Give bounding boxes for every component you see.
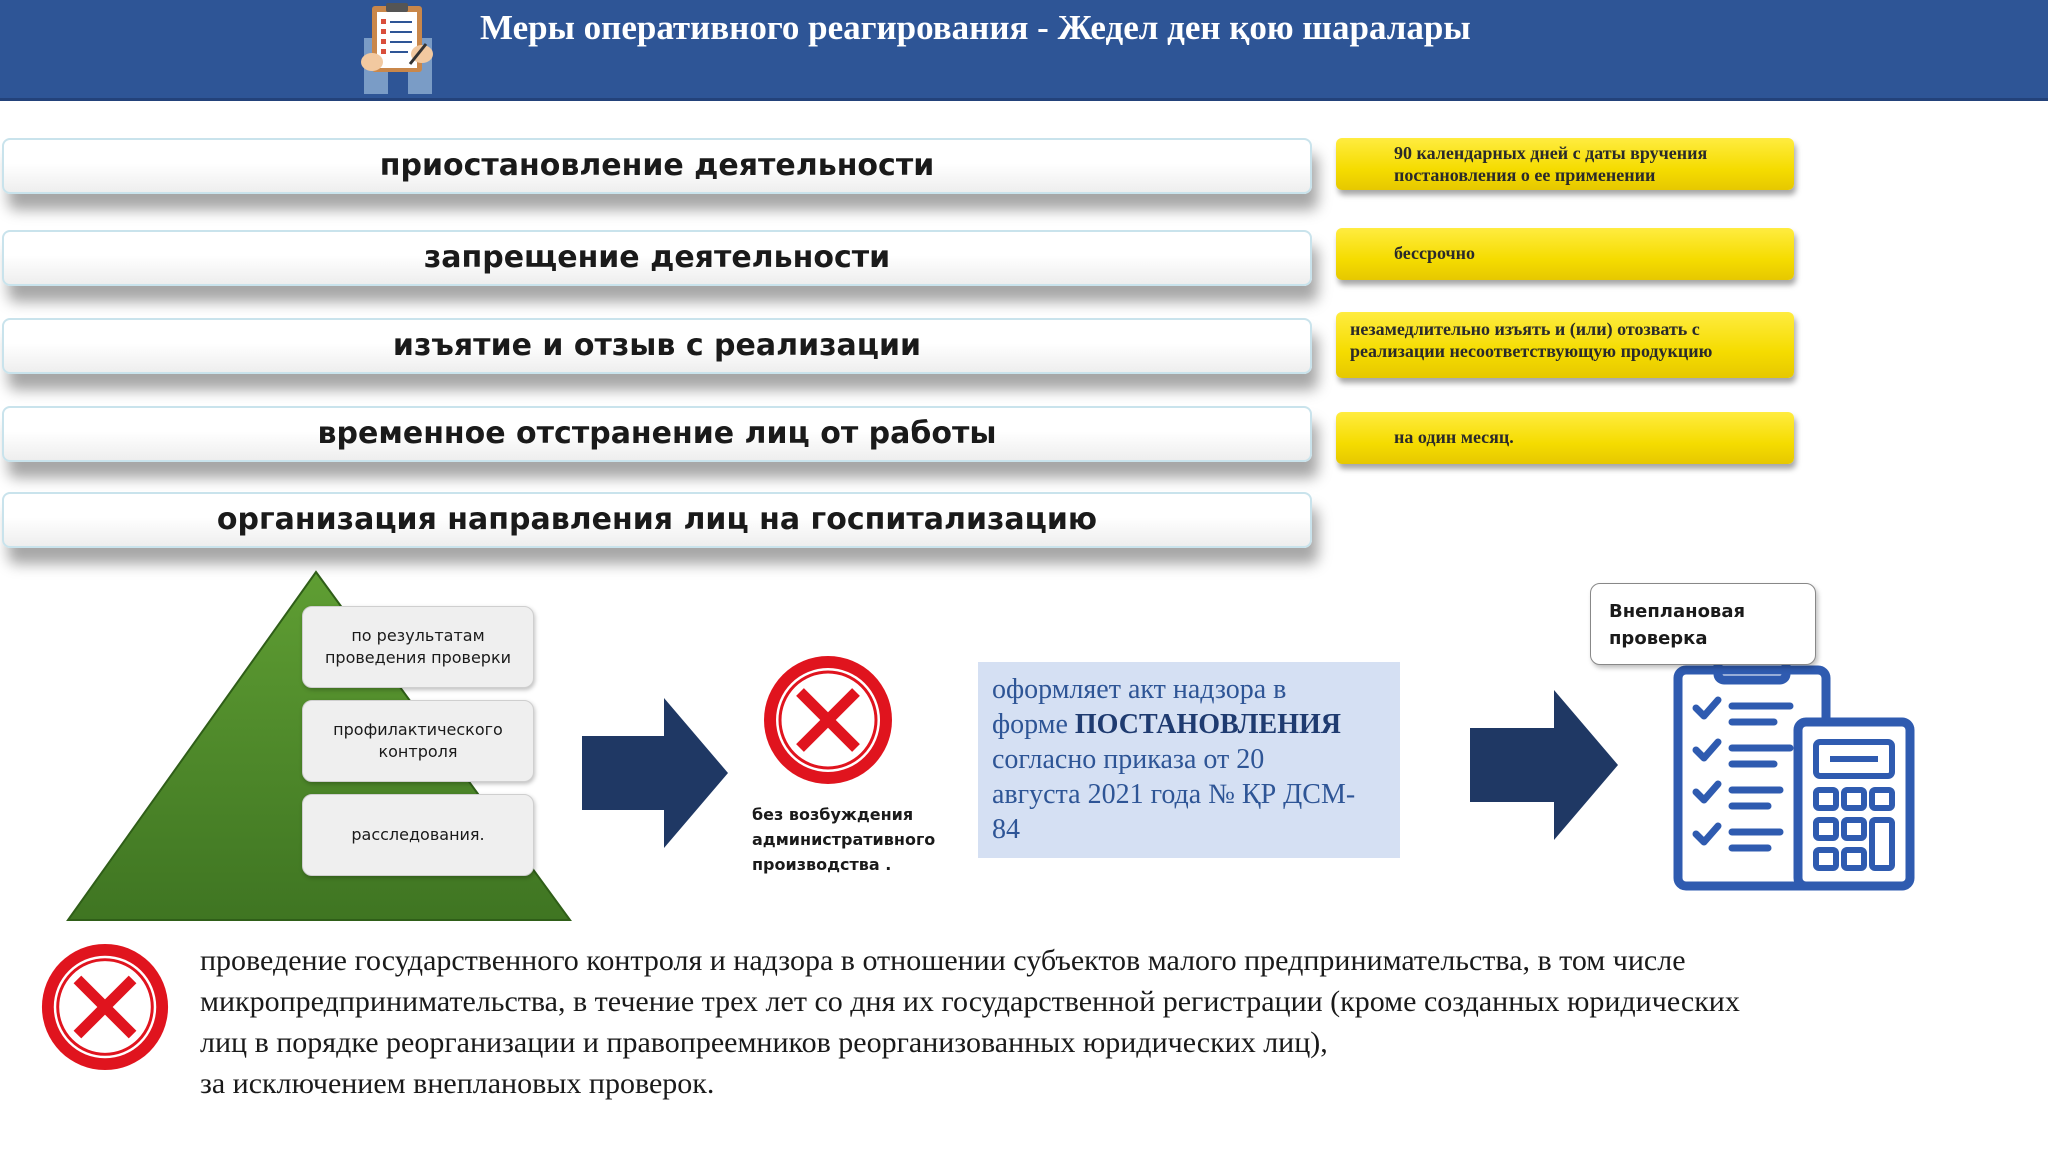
label-line: без возбуждения [752, 805, 914, 824]
measure-prohibition: запрещение деятельности [2, 230, 1312, 286]
text-line: микропредпринимательства, в течение трех… [200, 985, 1740, 1018]
note-one-month: на один месяц. [1336, 412, 1794, 464]
note-line: на один месяц. [1394, 427, 1514, 447]
act-line: согласно приказа от 20 [992, 744, 1265, 775]
measure-suspension: приостановление деятельности [2, 138, 1312, 194]
act-line: августа 2021 года № ҚР ДСМ- [992, 779, 1356, 810]
header-bar: Меры оперативного реагирования - Жедел д… [0, 0, 2048, 101]
callout-line: проверка [1609, 628, 1708, 649]
pyramid-item-line: расследования. [351, 825, 485, 844]
pyramid-item-line: контроля [378, 742, 458, 761]
prohibited-icon [764, 656, 892, 784]
checklist-calculator-icon [1673, 632, 1915, 891]
pyramid-item-line: проведения проверки [324, 648, 512, 667]
pyramid-item-inspection: по результатам проведения проверки [302, 606, 534, 688]
act-line-form: форме ПОСТАНОВЛЕНИЯ [992, 707, 1386, 742]
clipboard-checklist-icon [352, 2, 442, 96]
small-business-exemption-text: проведение государственного контроля и н… [200, 940, 2000, 1104]
note-line: реализации несоответствующую продукцию [1350, 341, 1713, 361]
text-line: проведение государственного контроля и н… [200, 944, 1686, 977]
prohibited-icon [41, 943, 169, 1071]
note-line: незамедлительно изъять и (или) отозвать … [1350, 319, 1700, 339]
arrow-right-icon [582, 698, 728, 848]
act-of-supervision-box: оформляет акт надзора в форме ПОСТАНОВЛЕ… [978, 662, 1400, 858]
note-immediate-withdrawal: незамедлительно изъять и (или) отозвать … [1336, 312, 1794, 378]
act-line: 84 [992, 814, 1020, 845]
callout-line: Внеплановая [1609, 601, 1746, 622]
measure-withdrawal: изъятие и отзыв с реализации [2, 318, 1312, 374]
pyramid-item-line: по результатам [351, 626, 485, 645]
page-title: Меры оперативного реагирования - Жедел д… [480, 8, 1471, 47]
act-form-bold: ПОСТАНОВЛЕНИЯ [1074, 709, 1341, 740]
note-indefinite: бессрочно [1336, 228, 1794, 280]
label-line: производства . [752, 855, 892, 874]
no-admin-proceedings-label: без возбуждения административного произв… [752, 802, 962, 877]
note-line: 90 календарных дней с даты вручения [1394, 143, 1708, 163]
note-line: постановления о ее применении [1394, 165, 1656, 185]
label-line: административного [752, 830, 936, 849]
pyramid-item-investigation: расследования. [302, 794, 534, 876]
act-line: оформляет акт надзора в [992, 674, 1287, 705]
measure-suspension-of-persons: временное отстранение лиц от работы [2, 406, 1312, 462]
note-line: бессрочно [1394, 243, 1476, 263]
measure-hospitalization: организация направления лиц на госпитали… [2, 492, 1312, 548]
text-line: за исключением внеплановых проверок. [200, 1067, 715, 1100]
act-form-prefix: форме [992, 709, 1075, 740]
pyramid-item-line: профилактического [333, 720, 503, 739]
text-line: лиц в порядке реорганизации и правопреем… [200, 1026, 1328, 1059]
note-90-days: 90 календарных дней с даты вручения пост… [1336, 138, 1794, 190]
unplanned-inspection-callout: Внеплановая проверка [1590, 583, 1816, 665]
arrow-right-icon [1470, 690, 1618, 840]
pyramid-item-preventive: профилактического контроля [302, 700, 534, 782]
